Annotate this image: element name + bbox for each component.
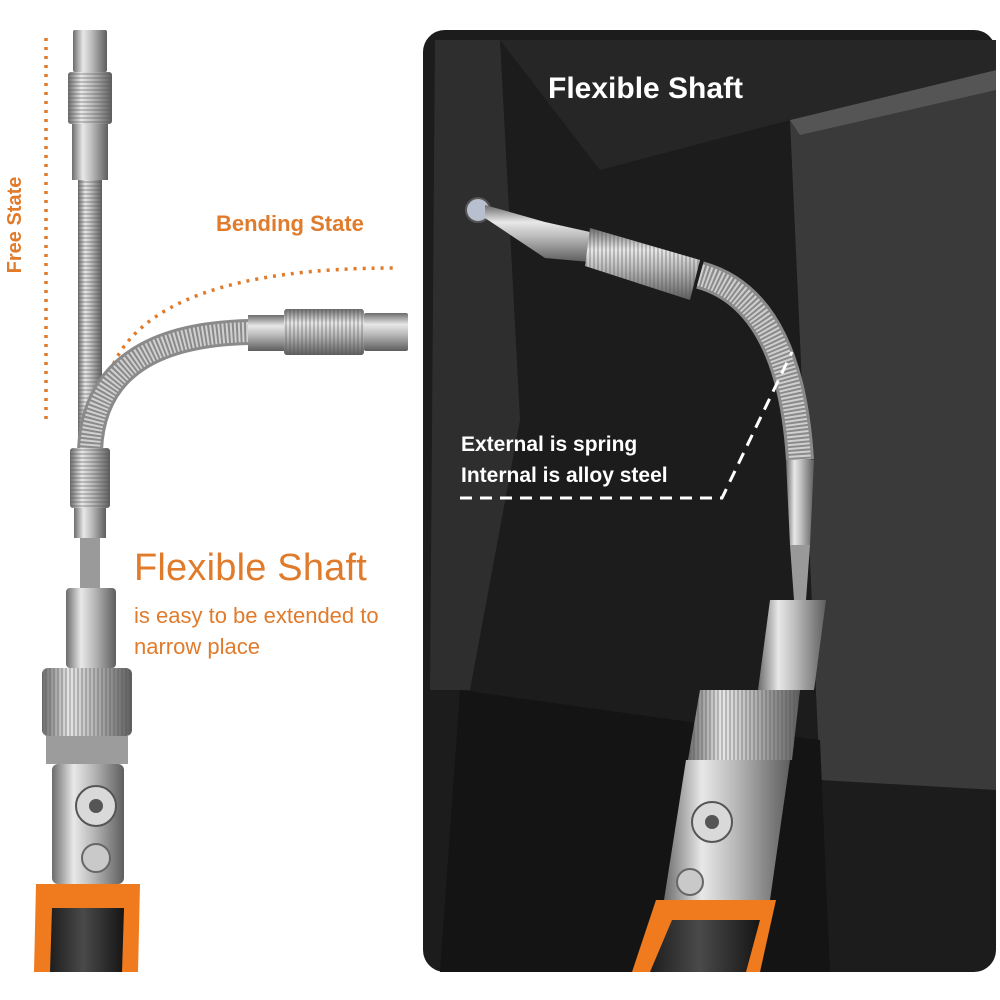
- left-subtitle: is easy to be extended to narrow place: [134, 600, 379, 662]
- material-note-line1: External is spring: [461, 433, 638, 456]
- left-subtitle-line1: is easy to be extended to: [134, 603, 379, 628]
- bending-state-guide-line: [108, 266, 396, 373]
- bent-shaft: [77, 309, 408, 451]
- right-heading: Flexible Shaft: [548, 72, 744, 105]
- left-ratchet-handle: [34, 668, 140, 972]
- left-heading: Flexible Shaft: [134, 547, 368, 589]
- material-note: External is spring Internal is alloy ste…: [461, 429, 668, 491]
- bending-state-label: Bending State: [216, 211, 364, 236]
- left-panel: [34, 30, 408, 972]
- right-screwdriver: [465, 197, 826, 972]
- free-state-label: Free State: [4, 176, 26, 274]
- material-note-line2: Internal is alloy steel: [461, 464, 668, 487]
- left-subtitle-line2: narrow place: [134, 634, 260, 659]
- callout-line: [460, 351, 794, 500]
